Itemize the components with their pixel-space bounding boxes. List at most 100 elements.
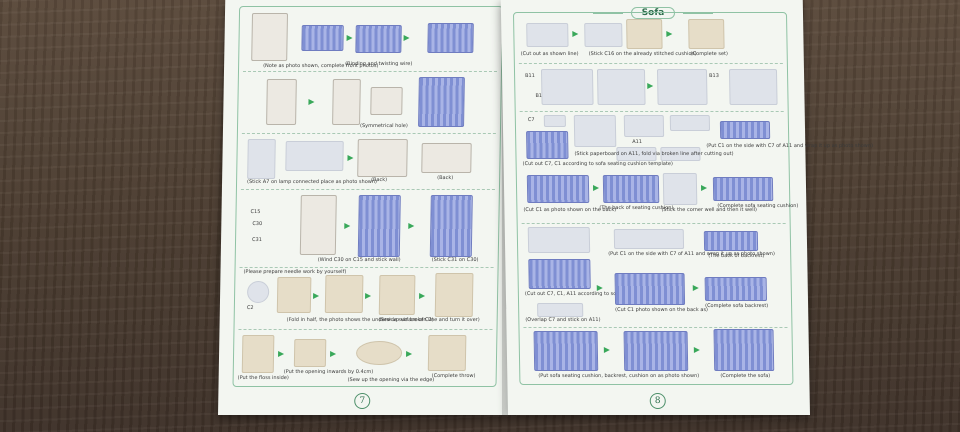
sofa-row-3: C7 A11 (Cut out C7, C1 according to sofa… bbox=[519, 111, 873, 224]
caption: (Complete sofa backrest) bbox=[705, 303, 769, 309]
sofa-frame-image bbox=[596, 69, 646, 105]
backrest-fabric-image bbox=[528, 259, 591, 289]
sofa-row-4: (Put C1 on the side with C7 of A11 and w… bbox=[521, 223, 788, 328]
caption: (Complete the sofa) bbox=[720, 373, 771, 379]
caption: (Symmetrical hole) bbox=[359, 123, 408, 129]
arrow-icon bbox=[647, 83, 654, 89]
arrow-icon bbox=[278, 351, 285, 357]
backrest-wrap-image bbox=[614, 273, 686, 305]
arrow-icon bbox=[347, 155, 354, 161]
step-row-1: (Binding and twisting wire) (Note as pho… bbox=[242, 7, 499, 72]
fabric-image bbox=[324, 275, 364, 313]
sofa-row-1: (Cut out as shown line) (Stick C16 on th… bbox=[518, 17, 783, 64]
sofa-assembly-image bbox=[623, 331, 689, 371]
step-row-5: (Please prepare needle work by yourself)… bbox=[238, 267, 494, 330]
arrow-icon bbox=[592, 185, 600, 191]
arrow-icon bbox=[603, 347, 610, 353]
arrow-icon bbox=[330, 351, 337, 357]
left-page: (Binding and twisting wire) (Note as pho… bbox=[218, 0, 516, 415]
swing-frame-image bbox=[251, 13, 289, 61]
arrow-icon bbox=[406, 351, 413, 357]
swing-seat-image bbox=[355, 25, 402, 53]
caption: (Complete sofa seating cushion) bbox=[717, 203, 799, 209]
lamp-image bbox=[247, 139, 276, 179]
part-label: C30 bbox=[252, 221, 263, 227]
cutout-image bbox=[526, 23, 569, 47]
arrow-icon bbox=[572, 31, 579, 37]
caption: (Sew up the opening via the edge) bbox=[347, 377, 435, 383]
caption: (Complete set) bbox=[690, 51, 728, 57]
sofa-assembly-image bbox=[533, 331, 599, 371]
caption: (Stick C31 on C30) bbox=[431, 257, 479, 263]
caption: (Cut C1 photo shown on the back as) bbox=[615, 307, 709, 313]
frame-post-image bbox=[266, 79, 297, 125]
caption: (Put the floss inside) bbox=[237, 375, 289, 381]
part-label: C2 bbox=[246, 305, 254, 311]
part-label: B11 bbox=[525, 73, 535, 79]
arrow-icon bbox=[700, 185, 708, 191]
throw-image bbox=[293, 339, 327, 367]
right-page: Sofa (Cut out as shown line) (Stick C16 … bbox=[500, 0, 873, 415]
complete-seat-cushion-image bbox=[712, 177, 774, 201]
overlap-image bbox=[537, 303, 584, 317]
arrow-icon bbox=[313, 293, 320, 299]
part-label: B13 bbox=[709, 73, 719, 79]
caption: (Stick paperboard on A11, fold via broke… bbox=[574, 151, 734, 157]
bench-image bbox=[421, 143, 472, 173]
floss-ball-image bbox=[246, 281, 270, 303]
complete-cushion-image bbox=[688, 19, 725, 49]
complete-sofa-image bbox=[713, 329, 775, 371]
caption: (Put the opening inwards by 0.4cm) bbox=[283, 369, 374, 375]
fabric-image bbox=[276, 277, 312, 313]
caption: (Put sofa seating cushion, backrest, cus… bbox=[538, 373, 700, 379]
cushion-image bbox=[626, 19, 663, 49]
sofa-row-5: (Put sofa seating cushion, backrest, cus… bbox=[523, 327, 788, 385]
sofa-frame-image bbox=[728, 69, 778, 105]
sofa-panel-image bbox=[540, 69, 594, 105]
backrest-template-image bbox=[527, 227, 591, 253]
template-image bbox=[543, 115, 566, 127]
turned-fabric-image bbox=[434, 273, 474, 317]
caption: (Sew up via broken line and turn it over… bbox=[378, 317, 480, 323]
wrapped-cushion-image bbox=[719, 121, 771, 139]
swing-assembly-image bbox=[418, 77, 465, 127]
swing-stand-image bbox=[299, 195, 337, 255]
complete-backrest-image bbox=[704, 277, 768, 301]
swing-seat-image bbox=[427, 23, 474, 53]
frame-post-image bbox=[332, 79, 361, 125]
part-label: C15 bbox=[250, 209, 261, 215]
left-page-frame: (Binding and twisting wire) (Note as pho… bbox=[232, 6, 504, 387]
arrow-icon bbox=[408, 223, 415, 229]
caption: (Back) bbox=[437, 175, 454, 181]
backrest-board-image bbox=[613, 229, 685, 249]
left-page-number: 7 bbox=[354, 393, 371, 409]
part-label: A11 bbox=[632, 139, 643, 145]
sofa-row-2: B11 B12 B13 bbox=[518, 63, 784, 112]
board-image bbox=[669, 115, 711, 131]
arrow-icon bbox=[403, 35, 410, 41]
throw-image bbox=[241, 335, 275, 373]
instruction-booklet: (Binding and twisting wire) (Note as pho… bbox=[218, 0, 873, 418]
cushion-image bbox=[584, 23, 623, 47]
step-row-6: (Put the floss inside) (Put the opening … bbox=[238, 329, 493, 385]
backrest-back-image bbox=[703, 231, 759, 251]
caption: (Cut out C7, C1 according to sofa seatin… bbox=[522, 161, 673, 167]
arrow-icon bbox=[308, 99, 315, 105]
caption: (Overlap C7 and stick on A11) bbox=[525, 317, 601, 323]
hook-image bbox=[370, 87, 403, 115]
arrow-icon bbox=[419, 293, 426, 299]
caption: (Wind C30 on C15 and stick wall) bbox=[317, 257, 401, 263]
step-row-3: (Stick A7 on lamp connected place as pho… bbox=[240, 133, 496, 190]
right-page-number: 8 bbox=[649, 393, 666, 409]
caption: (Put C1 on the side with C7 of A11 and w… bbox=[706, 143, 874, 149]
complete-throw-image bbox=[427, 335, 467, 371]
arrow-icon bbox=[596, 285, 603, 291]
paperboard-image bbox=[573, 115, 617, 147]
arrow-icon bbox=[346, 35, 353, 41]
caption: (Stick C16 on the already stitched cushi… bbox=[588, 51, 697, 57]
swing-seat-image bbox=[301, 25, 344, 51]
caption: (Complete throw) bbox=[431, 373, 476, 379]
finished-swing-image bbox=[429, 195, 473, 257]
sofa-frame-image bbox=[656, 69, 708, 105]
corner-detail-image bbox=[662, 173, 698, 205]
